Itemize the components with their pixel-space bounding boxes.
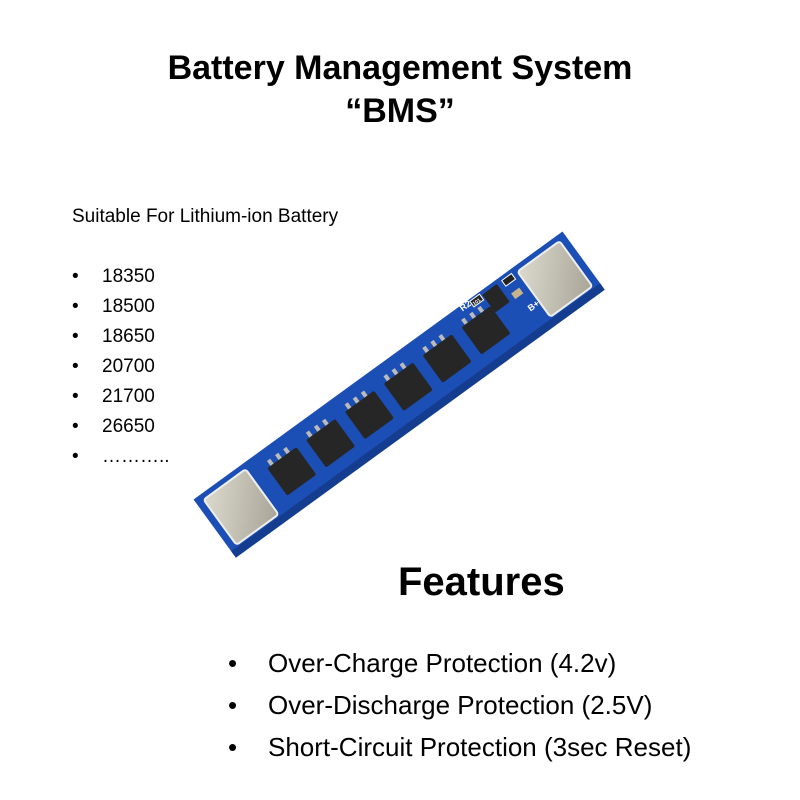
title-line-1: Battery Management System (167, 49, 633, 87)
pad-b-minus (203, 469, 279, 545)
features-list: •Over-Charge Protection (4.2v) •Over-Dis… (228, 642, 691, 768)
list-item: •18350 (72, 266, 155, 287)
pcb-label-resistor-code: 101 (472, 297, 482, 307)
compatibility-heading: Suitable For Lithium-ion Battery (72, 206, 339, 227)
feature-item: •Over-Charge Protection (4.2v) (228, 648, 617, 678)
list-item: •21700 (72, 386, 155, 407)
mosfet-chips (268, 284, 510, 495)
list-item: •26650 (72, 416, 155, 437)
battery-list: •18350 •18500 •18650 •20700 •21700 •2665… (72, 262, 170, 472)
feature-item: •Over-Discharge Protection (2.5V) (228, 690, 653, 720)
list-item: •18650 (72, 326, 155, 347)
resistor-r2 (469, 293, 485, 308)
features-heading: Features (398, 560, 565, 604)
title-line-2: “BMS” (345, 92, 455, 130)
resistor-r1 (501, 272, 517, 287)
feature-item: •Short-Circuit Protection (3sec Reset) (228, 732, 692, 762)
list-item: •20700 (72, 356, 155, 377)
pad-b-plus (517, 241, 593, 317)
capacitor-c1 (511, 287, 524, 300)
list-item: •18500 (72, 296, 155, 317)
list-item: •……….. (72, 446, 170, 467)
